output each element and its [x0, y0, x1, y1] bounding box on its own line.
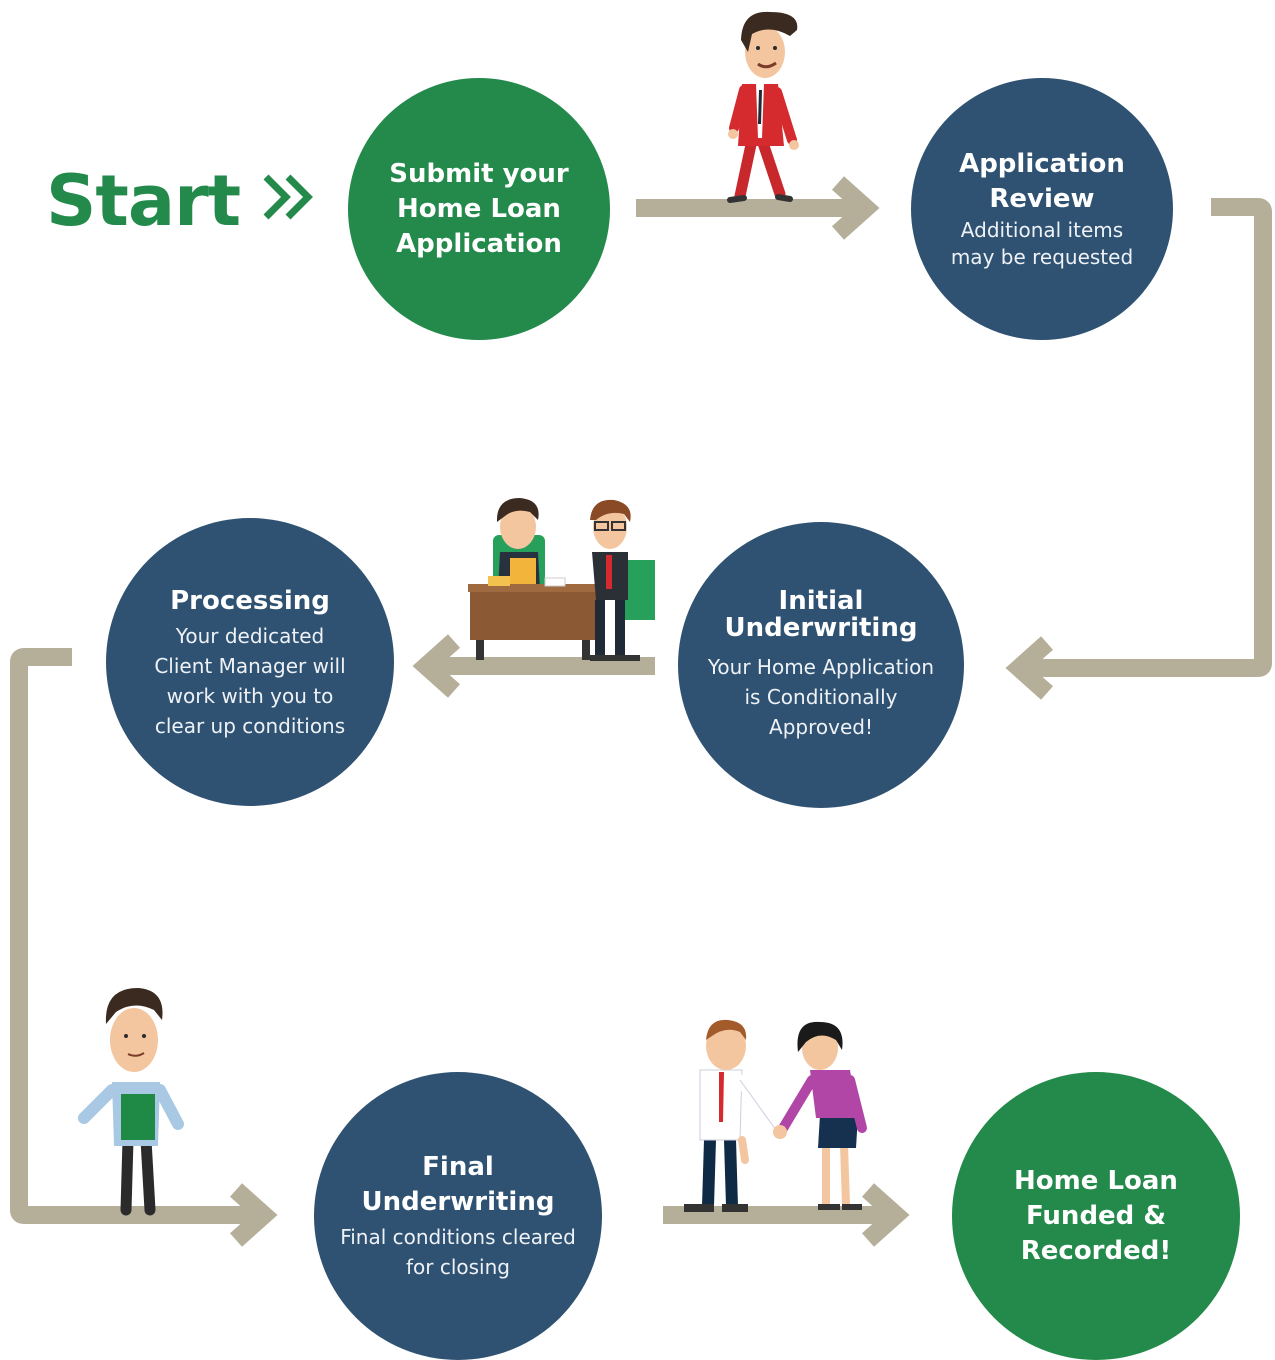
- step-title: Initial Underwriting: [724, 586, 918, 643]
- step-title: Processing: [170, 585, 330, 616]
- arrow-head-right-1: [832, 176, 880, 240]
- step-submit-application: Submit your Home Loan Application: [348, 78, 610, 340]
- start-label: Start: [46, 160, 316, 242]
- walking-man-illustration: [727, 11, 799, 203]
- arrow-head-left-2: [1005, 636, 1053, 700]
- step-description: Additional items may be requested: [950, 218, 1134, 269]
- step-title: Submit your Home Loan Application: [389, 158, 569, 259]
- step-processing: Processing Your dedicated Client Manager…: [106, 518, 394, 806]
- desk-meeting-illustration: [468, 498, 655, 661]
- arrow-processing-to-final: [10, 648, 258, 1224]
- step-initial-underwriting: Initial Underwriting Your Home Applicati…: [678, 522, 964, 808]
- arrow-head-right-4: [230, 1183, 278, 1247]
- step-description: Final conditions cleared for closing: [340, 1225, 576, 1279]
- step-application-review: Application Review Additional items may …: [911, 78, 1173, 340]
- step-title: Home Loan Funded & Recorded!: [1014, 1165, 1178, 1266]
- step-title: Application Review: [959, 149, 1125, 214]
- step-title: Final Underwriting: [361, 1152, 555, 1217]
- double-chevron-right-icon: [260, 160, 316, 242]
- arrow-head-left-3: [412, 634, 460, 698]
- step-description: Your Home Application is Conditionally A…: [707, 655, 935, 739]
- folder-man-illustration: [78, 988, 184, 1216]
- step-final-underwriting: Final Underwriting Final conditions clea…: [314, 1072, 602, 1360]
- step-loan-funded: Home Loan Funded & Recorded!: [952, 1072, 1240, 1360]
- step-description: Your dedicated Client Manager will work …: [154, 623, 346, 738]
- handshake-illustration: [684, 1019, 867, 1212]
- arrow-review-to-initial: [1025, 198, 1272, 677]
- arrow-head-right-5: [862, 1183, 910, 1247]
- start-text: Start: [46, 160, 241, 242]
